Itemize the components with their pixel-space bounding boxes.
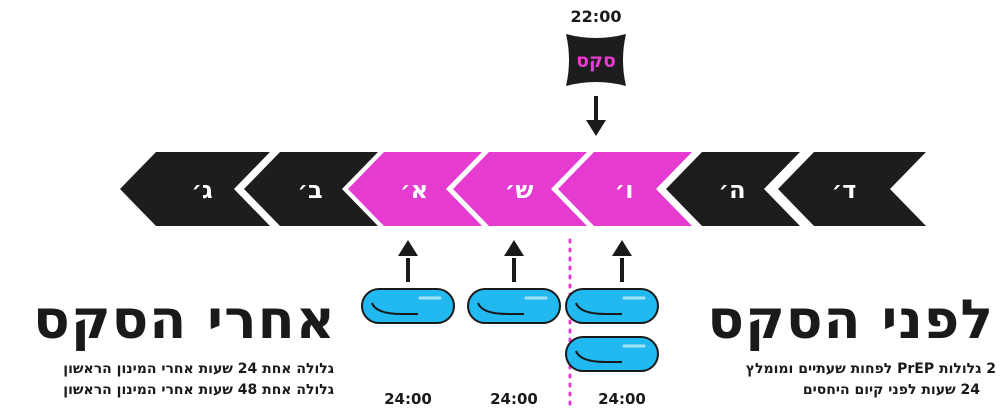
after-title: אחרי הסקס xyxy=(33,288,336,351)
before-title: לפני הסקס xyxy=(707,288,994,351)
day-chevron-bar: ד׳ ה׳ ו׳ ש׳ א׳ ב׳ ג׳ xyxy=(120,152,926,226)
pill-icon xyxy=(565,288,659,324)
after-line2: גלולה אחת 48 שעות אחרי המינון הראשון xyxy=(63,382,334,398)
day-label: ש׳ xyxy=(505,176,534,204)
day-chevron xyxy=(348,152,482,226)
day-label: ו׳ xyxy=(615,176,634,204)
day-chevron xyxy=(120,152,270,226)
day-chevron xyxy=(778,152,926,226)
time-label: 24:00 xyxy=(598,390,646,408)
day-label: ה׳ xyxy=(718,176,745,204)
arrow-up-icon xyxy=(612,240,632,282)
day-chevron xyxy=(244,152,378,226)
day-chevron xyxy=(558,152,692,226)
pill-group xyxy=(361,288,659,372)
sex-badge: סקס xyxy=(566,34,626,86)
sex-badge-label: סקס xyxy=(576,50,616,72)
pill-icon xyxy=(565,336,659,372)
before-line2: 24 שעות לפני קיום היחסים xyxy=(802,382,980,398)
pill-icon xyxy=(467,288,561,324)
after-line1: גלולה אחת 24 שעות אחרי המינון הראשון xyxy=(63,361,334,377)
day-label: א׳ xyxy=(400,176,428,204)
arrow-down-icon xyxy=(586,96,606,136)
day-label: ד׳ xyxy=(832,176,857,204)
pill-icon xyxy=(361,288,455,324)
before-line1: 2 גלולות PrEP לפחות שעתיים ומומלץ xyxy=(745,361,996,377)
day-label: ג׳ xyxy=(191,176,213,204)
arrow-up-icon xyxy=(504,240,524,282)
day-label: ב׳ xyxy=(297,176,322,204)
day-chevron xyxy=(453,152,587,226)
sex-time-label: 22:00 xyxy=(571,7,622,26)
time-label: 24:00 xyxy=(384,390,432,408)
arrow-up-icon xyxy=(398,240,418,282)
day-chevron xyxy=(666,152,800,226)
time-label: 24:00 xyxy=(490,390,538,408)
